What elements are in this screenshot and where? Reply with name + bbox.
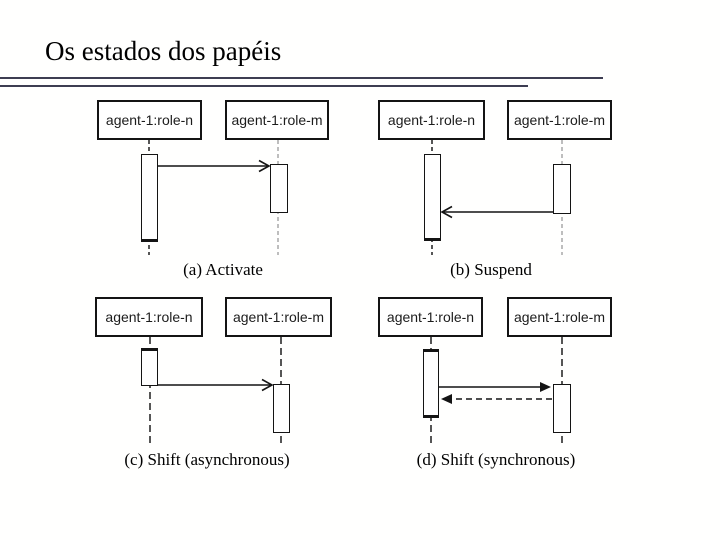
agent-box: agent-1:role-n (97, 100, 202, 140)
page-title: Os estados dos papéis (45, 36, 282, 66)
filled-arrowhead-right-icon (540, 382, 551, 392)
activation-bar (423, 349, 439, 418)
message-arrow (440, 205, 553, 219)
agent-box: agent-1:role-m (225, 100, 329, 140)
agent-box-label: agent-1:role-n (387, 112, 476, 128)
diagram-caption: (b) Suspend (450, 260, 532, 279)
agent-box: agent-1:role-n (95, 297, 203, 337)
agent-box: agent-1:role-n (378, 297, 483, 337)
agent-box: agent-1:role-m (225, 297, 332, 337)
message-arrow (158, 378, 274, 392)
agent-box-label: agent-1:role-n (105, 112, 194, 128)
filled-arrowhead-left-icon (441, 394, 452, 404)
open-arrowhead-right-icon (261, 378, 274, 392)
agent-box-label: agent-1:role-m (231, 112, 323, 128)
activation-bar (141, 154, 158, 242)
agent-box-label: agent-1:role-m (232, 309, 325, 325)
diagram-caption: (d) Shift (synchronous) (416, 450, 576, 469)
message-arrow (439, 382, 551, 392)
agent-box: agent-1:role-n (378, 100, 485, 140)
agent-box: agent-1:role-m (507, 100, 612, 140)
agent-box-label: agent-1:role-n (386, 309, 475, 325)
activation-bar (553, 384, 571, 433)
agent-box-label: agent-1:role-m (513, 112, 606, 128)
activation-bar (424, 154, 441, 241)
activation-bar (270, 164, 288, 213)
open-arrowhead-left-icon (440, 205, 453, 219)
message-arrow (158, 159, 271, 173)
diagram-caption: (a) Activate (183, 260, 263, 279)
title-underline-secondary (0, 85, 528, 87)
agent-box-label: agent-1:role-m (513, 309, 606, 325)
activation-bar (553, 164, 571, 214)
agent-box: agent-1:role-m (507, 297, 612, 337)
activation-bar (273, 384, 290, 433)
activation-bar (141, 348, 158, 386)
agent-box-label: agent-1:role-n (105, 309, 193, 325)
diagram-caption: (c) Shift (asynchronous) (124, 450, 290, 469)
open-arrowhead-right-icon (258, 159, 271, 173)
title-underline-primary (0, 77, 603, 79)
message-arrow (441, 394, 552, 404)
